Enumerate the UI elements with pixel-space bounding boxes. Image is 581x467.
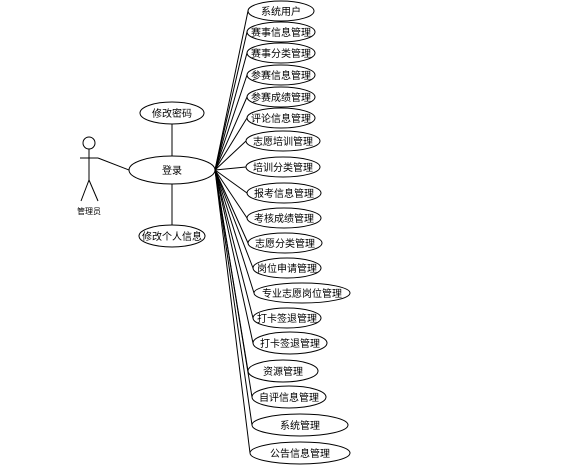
use-case-participation-info: 参赛信息管理 bbox=[246, 64, 316, 86]
use-case-volunteer-category: 志愿分类管理 bbox=[247, 232, 323, 254]
use-case-position-application: 岗位申请管理 bbox=[252, 257, 322, 279]
use-case-system: 系统管理 bbox=[251, 413, 349, 437]
login-volunteer-training-line bbox=[214, 140, 247, 171]
use-case-check-in-2: 打卡签退管理 bbox=[252, 331, 328, 355]
actor-login-line bbox=[97, 157, 130, 171]
use-case-comment-info: 评论信息管理 bbox=[246, 107, 316, 129]
edit-profile-label: 修改个人信息 bbox=[142, 230, 202, 243]
right-use-cases: 系统用户赛事信息管理赛事分类管理参赛信息管理参赛成绩管理评论信息管理志愿培训管理… bbox=[245, 0, 351, 465]
use-case-participation-score: 参赛成绩管理 bbox=[246, 86, 316, 108]
use-case-resource: 资源管理 bbox=[247, 359, 319, 383]
announcement-ellipse bbox=[249, 441, 351, 465]
login-registration-info-line bbox=[214, 169, 248, 194]
event-category-label: 赛事分类管理 bbox=[251, 47, 311, 60]
login-comment-info-line bbox=[214, 117, 248, 171]
use-case-registration-info: 报考信息管理 bbox=[246, 182, 322, 204]
login-ellipse bbox=[128, 155, 216, 185]
volunteer-training-ellipse bbox=[245, 130, 321, 152]
actor-administrator: 管理员 bbox=[77, 136, 101, 216]
resource-label: 资源管理 bbox=[263, 365, 303, 378]
login-exam-score-line bbox=[214, 169, 248, 219]
login-label: 登录 bbox=[162, 164, 182, 177]
use-case-professional-volunteer-position: 专业志愿岗位管理 bbox=[253, 282, 351, 304]
use-case-event-category: 赛事分类管理 bbox=[246, 42, 316, 64]
self-evaluation-ellipse bbox=[251, 385, 327, 409]
use-case-volunteer-training: 志愿培训管理 bbox=[245, 130, 321, 152]
use-case-change-password: 修改密码 bbox=[139, 101, 205, 125]
event-info-ellipse bbox=[246, 21, 316, 43]
use-case-event-info: 赛事信息管理 bbox=[246, 21, 316, 43]
actor-head bbox=[82, 136, 96, 150]
actor-label: 管理员 bbox=[77, 206, 101, 216]
check-in-1-ellipse bbox=[252, 307, 322, 329]
login-participation-info-line bbox=[214, 74, 248, 171]
professional-volunteer-position-label: 专业志愿岗位管理 bbox=[262, 287, 342, 300]
participation-info-label: 参赛信息管理 bbox=[251, 69, 311, 82]
actor-right-leg bbox=[88, 179, 99, 202]
training-category-label: 培训分类管理 bbox=[253, 161, 313, 174]
use-case-announcement: 公告信息管理 bbox=[249, 441, 351, 465]
use-case-edit-profile: 修改个人信息 bbox=[138, 224, 206, 248]
check-in-2-ellipse bbox=[252, 331, 328, 355]
comment-info-label: 评论信息管理 bbox=[251, 112, 311, 125]
professional-volunteer-position-ellipse bbox=[253, 282, 351, 304]
position-application-label: 岗位申请管理 bbox=[257, 262, 317, 275]
use-case-training-category: 培训分类管理 bbox=[245, 156, 321, 178]
announcement-label: 公告信息管理 bbox=[270, 447, 330, 460]
event-info-label: 赛事信息管理 bbox=[251, 26, 311, 39]
system-users-ellipse bbox=[247, 0, 315, 22]
position-application-ellipse bbox=[252, 257, 322, 279]
resource-ellipse bbox=[247, 359, 319, 383]
participation-info-ellipse bbox=[246, 64, 316, 86]
login-training-category-line bbox=[214, 166, 247, 171]
use-case-check-in-1: 打卡签退管理 bbox=[252, 307, 322, 329]
login-announcement-line bbox=[214, 169, 251, 454]
training-category-ellipse bbox=[245, 156, 321, 178]
volunteer-category-label: 志愿分类管理 bbox=[255, 237, 315, 250]
registration-info-label: 报考信息管理 bbox=[254, 187, 314, 200]
use-case-exam-score: 考核成绩管理 bbox=[246, 207, 322, 229]
login-event-info-line bbox=[214, 31, 248, 171]
participation-score-ellipse bbox=[246, 86, 316, 108]
use-case-login: 登录 bbox=[128, 155, 216, 185]
system-ellipse bbox=[251, 413, 349, 437]
volunteer-category-ellipse bbox=[247, 232, 323, 254]
exam-score-ellipse bbox=[246, 207, 322, 229]
participation-score-label: 参赛成绩管理 bbox=[251, 91, 311, 104]
login-participation-score-line bbox=[214, 96, 248, 171]
association-lines bbox=[97, 10, 255, 454]
registration-info-ellipse bbox=[246, 182, 322, 204]
volunteer-training-label: 志愿培训管理 bbox=[253, 135, 313, 148]
login-volunteer-category-line bbox=[214, 169, 249, 244]
system-label: 系统管理 bbox=[280, 419, 320, 432]
check-in-1-label: 打卡签退管理 bbox=[257, 312, 317, 325]
login-event-category-line bbox=[214, 52, 248, 171]
comment-info-ellipse bbox=[246, 107, 316, 129]
check-in-2-label: 打卡签退管理 bbox=[260, 337, 320, 350]
login-system-line bbox=[214, 169, 253, 426]
login-check-in-2-line bbox=[214, 169, 254, 344]
event-category-ellipse bbox=[246, 42, 316, 64]
login-position-application-line bbox=[214, 169, 254, 269]
system-users-label: 系统用户 bbox=[261, 5, 301, 18]
login-system-users-line bbox=[214, 10, 249, 171]
self-evaluation-label: 自评信息管理 bbox=[259, 391, 319, 404]
change-password-ellipse bbox=[139, 101, 205, 125]
actor-left-leg bbox=[80, 179, 90, 202]
exam-score-label: 考核成绩管理 bbox=[254, 212, 314, 225]
login-check-in-1-line bbox=[214, 169, 254, 319]
use-case-system-users: 系统用户 bbox=[247, 0, 315, 22]
login-professional-volunteer-position-line bbox=[214, 169, 255, 294]
edit-profile-ellipse bbox=[138, 224, 206, 248]
change-password-label: 修改密码 bbox=[152, 107, 192, 120]
use-case-self-evaluation: 自评信息管理 bbox=[251, 385, 327, 409]
login-self-evaluation-line bbox=[214, 169, 253, 398]
